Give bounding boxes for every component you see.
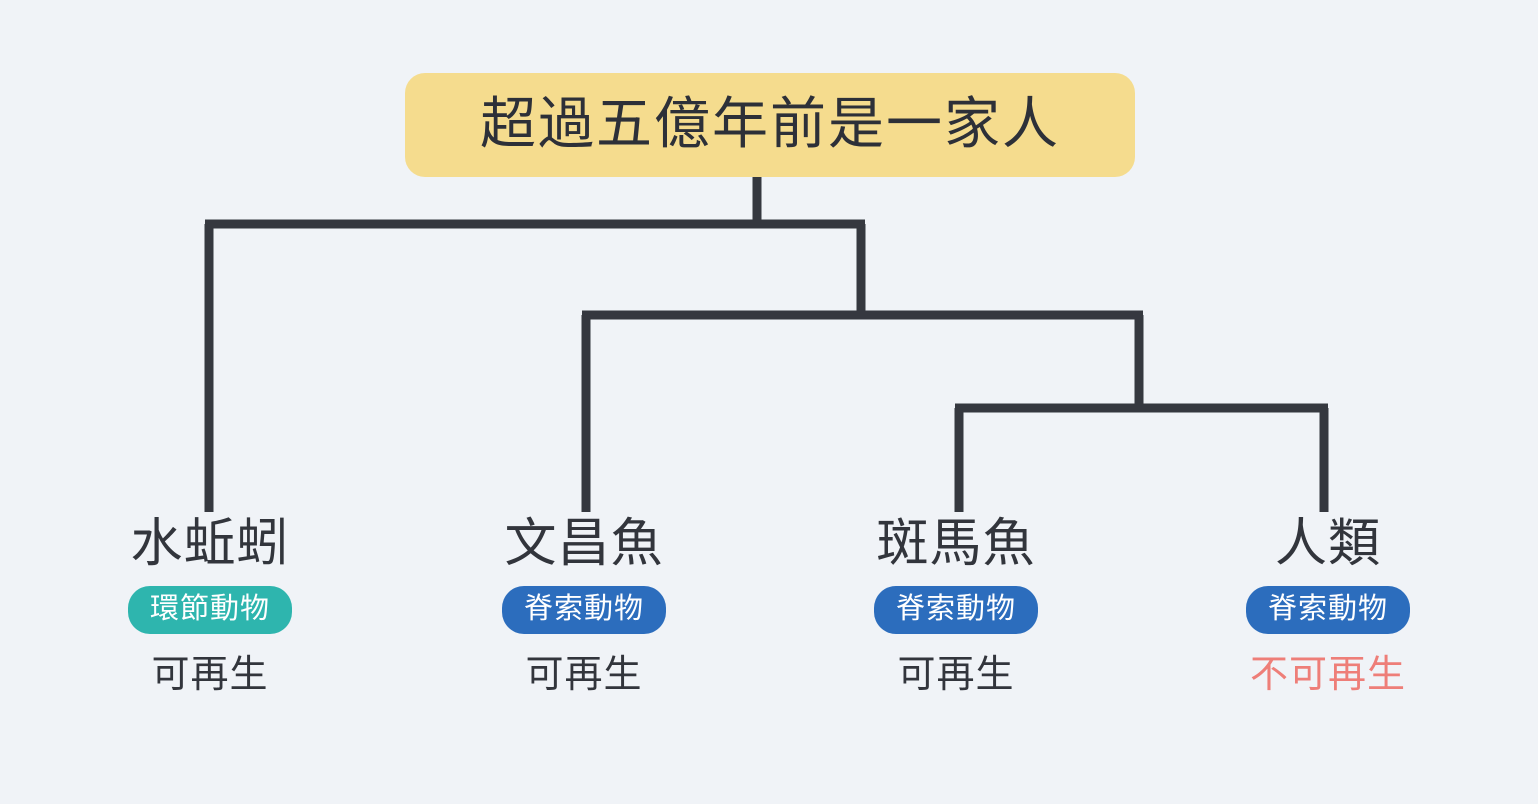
leaf-badge-2: 脊索動物 xyxy=(501,586,666,635)
leaf-status-2: 可再生 xyxy=(525,652,643,697)
leaf-name-1: 水蚯蚓 xyxy=(130,514,290,574)
leaf-badge-4: 脊索動物 xyxy=(1245,586,1410,635)
leaf-name-2: 文昌魚 xyxy=(504,514,664,574)
leaf-badge-3: 脊索動物 xyxy=(873,586,1038,635)
leaf-name-3: 斑馬魚 xyxy=(876,514,1036,574)
leaf-node-1[interactable]: 水蚯蚓 環節動物 可再生 xyxy=(45,516,375,696)
leaf-status-1: 可再生 xyxy=(151,652,269,697)
leaf-status-3: 可再生 xyxy=(897,652,1015,697)
leaf-name-4: 人類 xyxy=(1274,514,1381,574)
leaf-status-4: 不可再生 xyxy=(1249,652,1406,697)
leaf-badge-1: 環節動物 xyxy=(127,586,292,635)
root-node-label: 超過五億年前是一家人 xyxy=(480,92,1060,157)
leaf-node-2[interactable]: 文昌魚 脊索動物 可再生 xyxy=(419,516,749,696)
root-node-box: 超過五億年前是一家人 xyxy=(405,73,1135,177)
leaf-node-3[interactable]: 斑馬魚 脊索動物 可再生 xyxy=(791,516,1121,696)
leaf-node-4[interactable]: 人類 脊索動物 不可再生 xyxy=(1163,516,1493,696)
